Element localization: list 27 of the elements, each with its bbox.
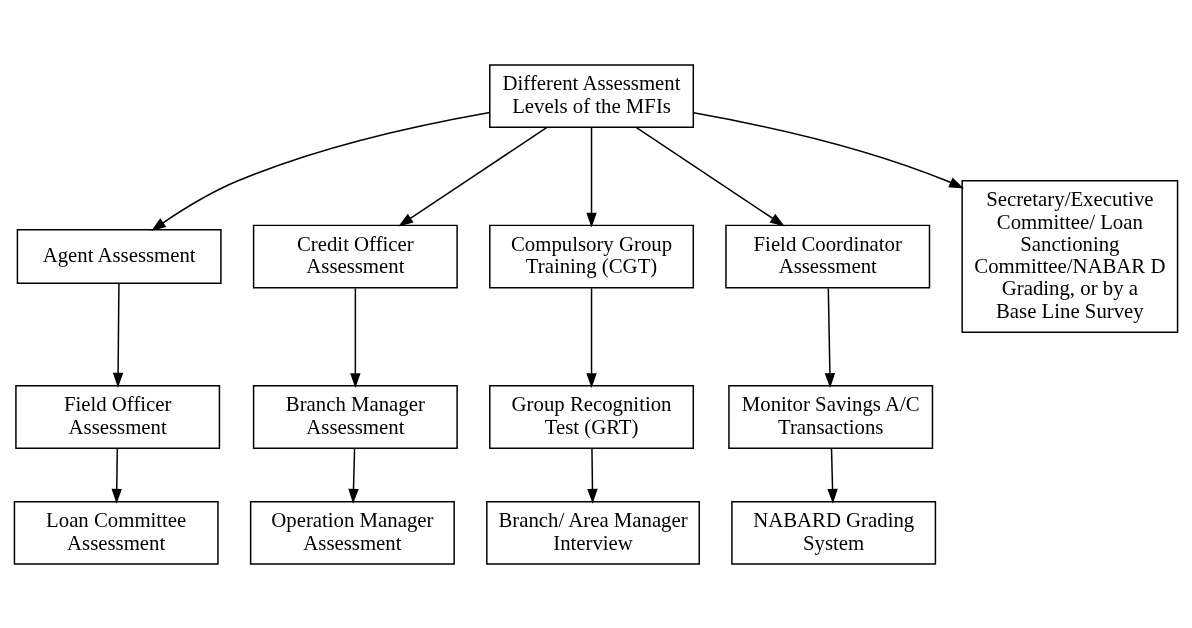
arrow <box>692 111 964 188</box>
arrow <box>824 287 836 388</box>
arrow <box>398 126 548 226</box>
node-box: Different Assessment Levels of the MFIs <box>489 63 695 128</box>
node-box: Credit Officer Assessment <box>252 224 458 288</box>
arrow <box>348 447 359 504</box>
node-box: Loan Committee Assessment <box>13 500 219 565</box>
node-box: Secretary/Executive Committee/ Loan Sanctioning Committee/NABAR D Grading, or by a Base Line Survey <box>961 179 1179 333</box>
arrow <box>827 447 838 504</box>
node-box: Branch Manager Assessment <box>252 384 458 449</box>
arrow <box>112 282 124 388</box>
arrow <box>635 126 785 226</box>
node-box: Field Officer Assessment <box>15 384 221 449</box>
node-box: NABARD Grading System <box>731 500 937 565</box>
node-box: Operation Manager Assessment <box>249 500 455 565</box>
arrow <box>350 287 361 388</box>
node-box: Compulsory Group Training (CGT) <box>489 224 695 288</box>
arrow <box>586 287 597 388</box>
node-box: Branch/ Area Manager Interview <box>486 500 700 565</box>
arrow <box>586 126 597 228</box>
node-box: Monitor Savings A/C Transactions <box>728 384 934 449</box>
arrow <box>151 111 491 231</box>
node-box: Field Coordinator Assessment <box>725 224 931 288</box>
node-box: Group Recognition Test (GRT) <box>489 384 695 449</box>
arrow <box>111 447 122 504</box>
node-box: Agent Assessment <box>16 228 222 284</box>
arrow <box>587 447 598 504</box>
